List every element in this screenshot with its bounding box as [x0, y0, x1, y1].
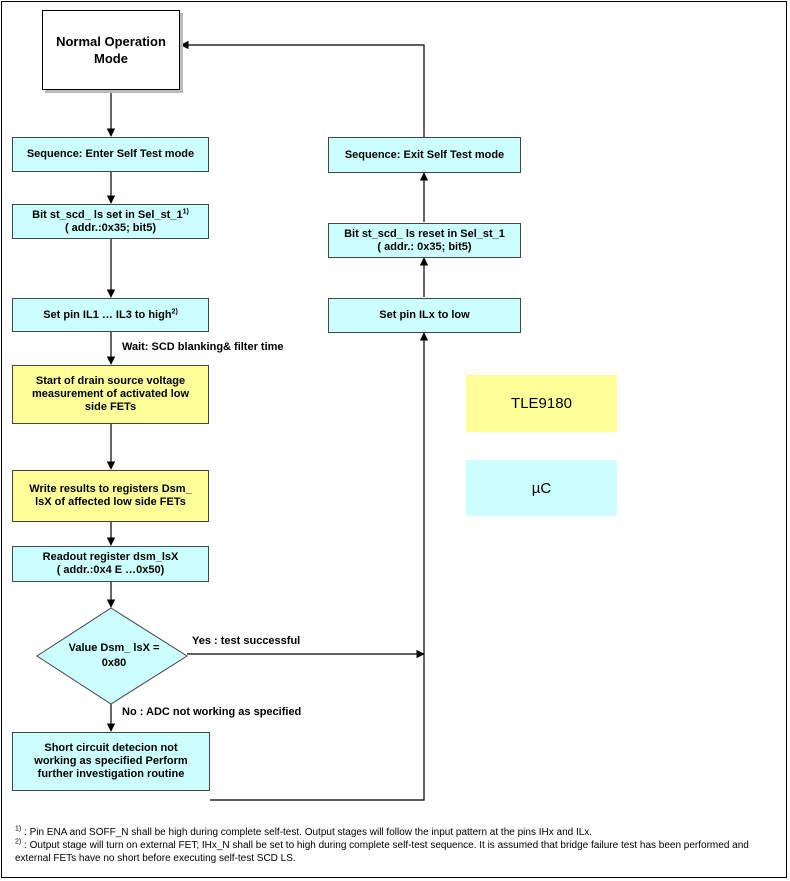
legend-uc-label: µC	[531, 479, 552, 497]
footnotes: 1) : Pin ENA and SOFF_N shall be high du…	[15, 826, 775, 865]
decision-line-2: 0x80	[101, 657, 127, 669]
enter-self-test-box: Sequence: Enter Self Test mode	[12, 137, 209, 172]
bit-reset-address: ( addr.: 0x35; bit5)	[377, 240, 472, 253]
footnote-1-text: : Pin ENA and SOFF_N shall be high durin…	[21, 827, 593, 838]
normal-operation-mode-label: Normal Operation Mode	[56, 34, 166, 66]
bit-set-label: Bit st_scd_ ls set in Sel_st_1	[32, 208, 183, 221]
footnote-1-mark: 1)	[15, 825, 22, 833]
set-pin-low-box: Set pin ILx to low	[328, 298, 521, 333]
decision-line-1: Value Dsm_ lsX =	[68, 642, 160, 654]
footnote-1-ref: 1)	[182, 207, 189, 215]
start-measurement-box: Start of drain source voltage measuremen…	[12, 365, 209, 424]
footnote-2: 2) : Output stage will turn on external …	[15, 839, 775, 865]
bit-reset-label: Bit st_scd_ ls reset in Sel_st_1	[344, 227, 505, 240]
line-short-return	[210, 332, 429, 801]
decision-label: Value Dsm_ lsX = 0x80	[40, 636, 188, 676]
decision-diamond	[36, 607, 188, 705]
wait-label: Wait: SCD blanking& filter time	[122, 341, 284, 353]
enter-self-test-label: Sequence: Enter Self Test mode	[26, 148, 195, 160]
short-circuit-label: Short circuit detecion not working as sp…	[34, 742, 188, 780]
no-label: No : ADC not working as specified	[122, 706, 302, 718]
footnote-2-text: : Output stage will turn on external FET…	[15, 840, 749, 864]
bit-reset-box: Bit st_scd_ ls reset in Sel_st_1 ( addr.…	[328, 223, 521, 258]
legend-uc: µC	[466, 460, 617, 516]
exit-self-test-label: Sequence: Exit Self Test mode	[344, 148, 505, 161]
bit-set-address: ( addr.:0x35; bit5)	[64, 221, 157, 234]
set-pin-low-label: Set pin ILx to low	[379, 309, 470, 321]
readout-address: ( addr.:0x4 E …0x50)	[56, 564, 165, 576]
short-circuit-box: Short circuit detecion not working as sp…	[12, 732, 210, 791]
readout-label: Readout register dsm_lsX	[42, 551, 179, 563]
footnote-2-ref: 2)	[171, 307, 178, 315]
footnote-2-mark: 2)	[15, 838, 22, 846]
normal-operation-mode-box: Normal Operation Mode	[42, 10, 180, 90]
exit-self-test-box: Sequence: Exit Self Test mode	[328, 137, 521, 173]
write-results-box: Write results to registers Dsm_ lsX of a…	[12, 470, 209, 522]
yes-label: Yes : test successful	[192, 635, 301, 647]
write-results-label: Write results to registers Dsm_ lsX of a…	[29, 483, 192, 508]
legend-tle9180: TLE9180	[466, 375, 617, 432]
bit-set-box: Bit st_scd_ ls set in Sel_st_11) ( addr.…	[12, 204, 209, 239]
set-pin-high-box: Set pin IL1 … IL3 to high2)	[12, 298, 209, 332]
footnote-1: 1) : Pin ENA and SOFF_N shall be high du…	[15, 826, 775, 839]
legend-tle9180-label: TLE9180	[511, 395, 572, 412]
set-pin-high-label: Set pin IL1 … IL3 to high	[43, 308, 172, 321]
readout-box: Readout register dsm_lsX ( addr.:0x4 E ……	[12, 546, 209, 582]
arrow-exit-to-mode	[180, 40, 425, 137]
start-measurement-label: Start of drain source voltage measuremen…	[31, 375, 190, 413]
